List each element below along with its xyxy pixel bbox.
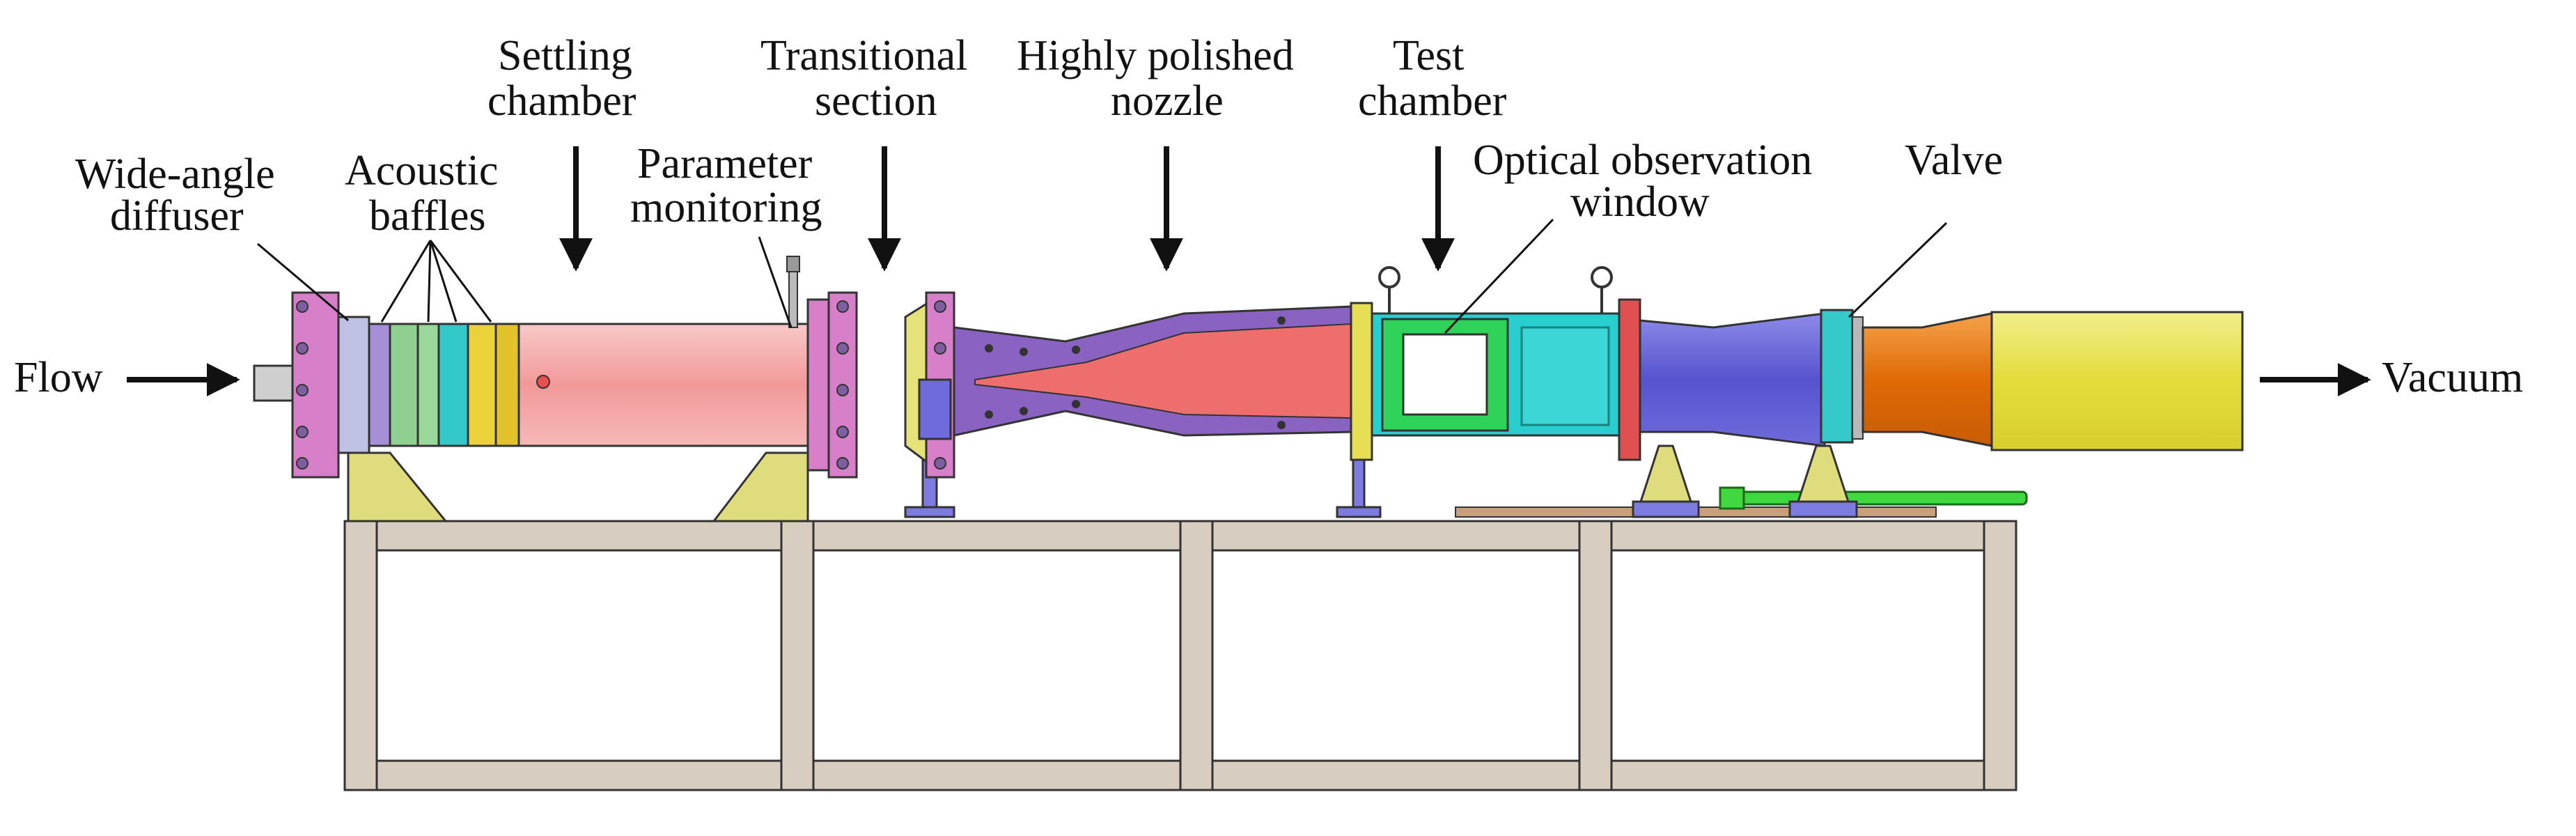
wide-angle-leader [257,242,349,322]
optical-label-1: Optical observation [1473,137,1812,184]
test-label-1: Test [1393,32,1464,79]
orange-duct [1861,312,1993,447]
optical-window-pane [1402,333,1488,416]
nozzle-bolts [985,316,1286,429]
table-leg [780,520,815,791]
parameter-label-2: monitoring [630,184,822,231]
valve-leader [1848,222,1948,318]
vacuum-tank [1990,311,2244,451]
mid-flange-bolts [836,300,849,470]
wide-angle-label-1: Wide-angle [75,150,275,198]
lifting-eye [1378,266,1400,288]
leader-lines [257,218,1948,334]
test-chamber-front-flange [1350,302,1373,461]
baffle-leader [429,240,492,323]
optical-label-2: window [1570,178,1710,226]
table-leg [343,520,378,791]
settling-chamber [517,323,809,447]
baffle-cyan [437,323,469,447]
table-leg [1179,520,1214,791]
baffle-green-2 [416,323,440,447]
settling-support-right [711,451,809,522]
baffle-green [389,323,419,447]
nozzle-label-1: Highly polished [1017,32,1294,79]
baffle-purple [368,323,391,447]
baffle-yellow-2 [494,323,522,447]
baffle-leader [429,240,458,323]
vacuum-label: Vacuum [2382,354,2523,401]
wide-angle-label-2: diffuser [110,192,244,240]
optical-leader [1444,218,1554,334]
wide-angle-diffuser-body [337,316,370,454]
lifting-eye [1591,266,1613,288]
table-leg [1578,520,1613,791]
valve-support [1796,444,1850,503]
valve-label: Valve [1905,137,2003,184]
blue-diffuser [1639,312,1826,447]
valve-plate [1852,316,1864,440]
parameter-label-1: Parameter [637,140,813,187]
hydraulic-piston [1719,486,1745,510]
support-table [343,520,2017,791]
transitional-label-1: Transitional [760,32,967,79]
diffuser-support-foot [1632,500,1700,518]
test-chamber-rear-flange [1618,298,1641,461]
diffuser-support [1639,444,1693,503]
baffle-yellow-1 [467,323,497,447]
parameter-leader [758,236,793,328]
test-chamber-support-foot [1336,506,1382,518]
parameter-probe [788,268,798,328]
settling-chamber-port [536,375,550,389]
valve-support-foot [1788,500,1858,518]
table-leg [1983,520,2017,791]
settling-label-2: chamber [487,77,637,125]
indicator-arrows [127,146,2371,396]
test-chamber-side-panel [1520,326,1610,426]
acoustic-label-1: Acoustic [345,147,498,194]
parameter-probe-head [786,256,800,272]
transitional-label-2: section [815,77,937,125]
supports [347,431,1858,522]
hydraulic-cylinder [1733,490,2028,506]
inlet-flange-bolts [296,300,309,470]
nozzle-label-2: nozzle [1111,77,1224,125]
test-label-2: chamber [1358,77,1507,125]
transition-support-foot [904,506,955,518]
baffle-leader [380,240,432,323]
acoustic-label-2: baffles [369,192,486,240]
baffle-leader [427,240,432,323]
valve-flange [1820,309,1854,444]
settling-outlet-flange [806,298,830,472]
transition-block [918,378,952,440]
settling-label-1: Settling [498,32,632,79]
settling-support-left [347,451,448,522]
flow-label: Flow [14,354,103,401]
